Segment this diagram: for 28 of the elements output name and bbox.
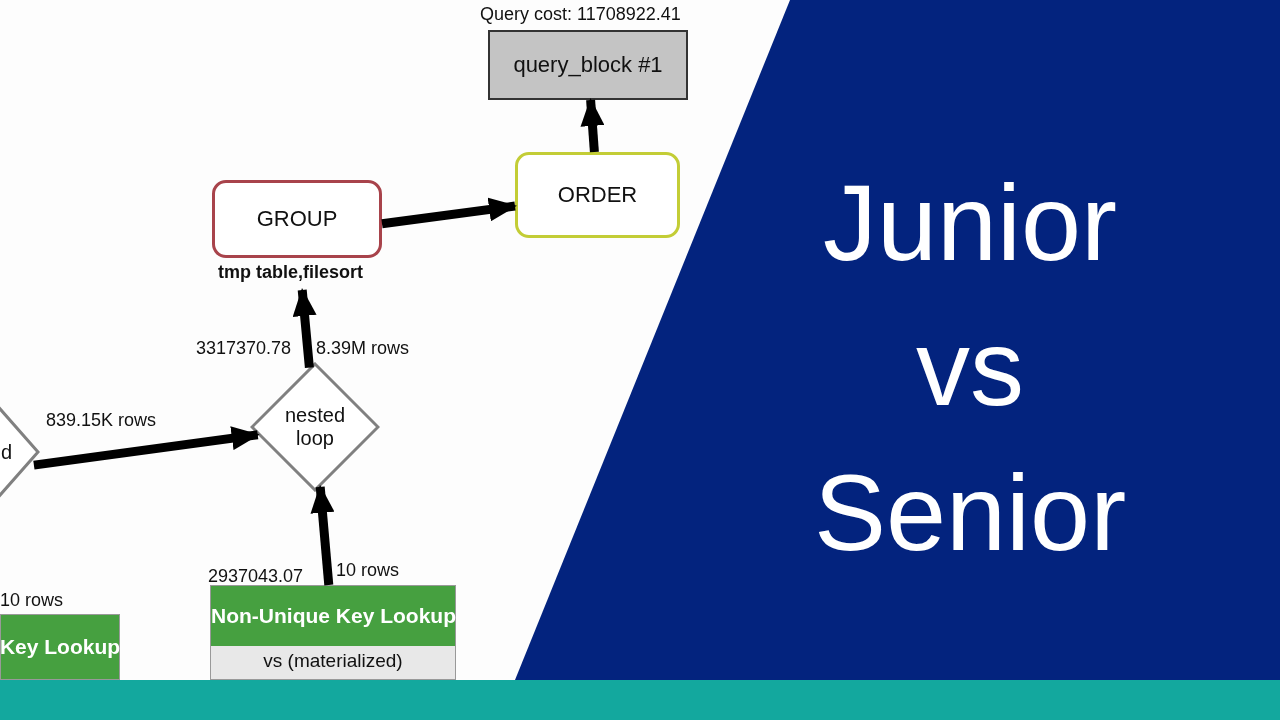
node-label: nested loop xyxy=(283,404,347,450)
query-block-box xyxy=(488,30,688,100)
arrow xyxy=(292,288,317,369)
node-caption: tmp table,filesort xyxy=(218,262,364,283)
node-caption: 10 rows xyxy=(0,590,64,611)
node-caption: 3317370.78 xyxy=(196,338,292,359)
table-name: vs (materialized) xyxy=(263,650,403,672)
edge-label: 8.39M rows xyxy=(316,338,410,359)
table-access-box xyxy=(210,585,456,680)
arrow xyxy=(381,197,517,229)
arrow xyxy=(310,484,335,586)
node-label: ORDER xyxy=(557,182,638,208)
title-heading: Junior vs Senior xyxy=(812,161,1128,575)
table-access-box xyxy=(0,614,120,680)
join-diamond xyxy=(250,362,380,492)
node-label: Non-Unique Key Lookup xyxy=(211,586,455,646)
node-caption: Query cost: 11708922.41 xyxy=(480,4,681,25)
edge-label: 10 rows xyxy=(336,560,400,581)
edge-label: 839.15K rows xyxy=(46,410,157,431)
node-caption: 2937043.07 xyxy=(208,566,304,587)
operation-box xyxy=(212,180,382,258)
node-label: Key Lookup xyxy=(0,635,121,659)
node-label: GROUP xyxy=(256,206,338,232)
node-label: query_block #1 xyxy=(513,52,663,78)
node-label: d xyxy=(1,440,13,464)
arrow xyxy=(33,426,260,470)
arrow xyxy=(580,98,605,153)
operation-box xyxy=(515,152,680,238)
